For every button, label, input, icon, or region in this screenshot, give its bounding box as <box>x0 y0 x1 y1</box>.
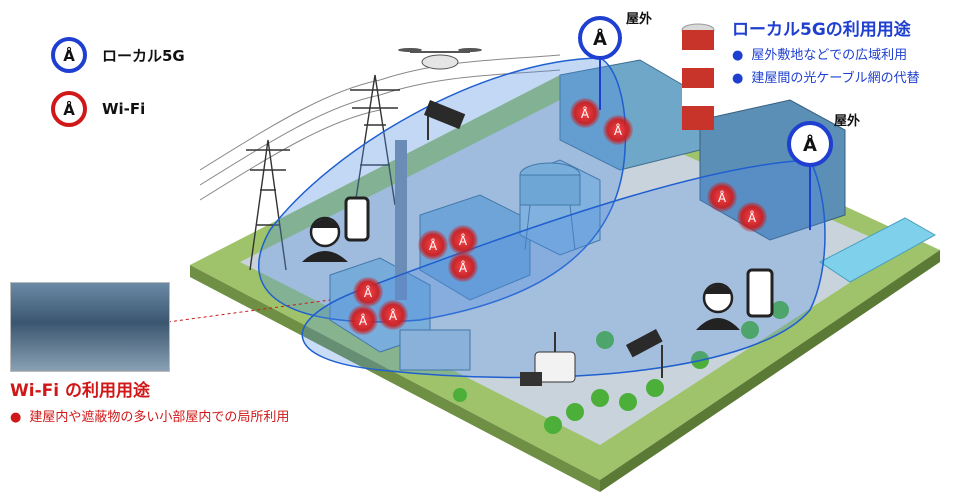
legend-label-local5g: ローカル5G <box>102 46 185 65</box>
smartphone-icon <box>344 196 370 242</box>
camera-icon <box>626 329 663 378</box>
worker-icon <box>696 282 740 330</box>
wifi-usage-callout: Wi-Fi の利用用途 ●建屋内や遮蔽物の多い小部屋内での局所利用 <box>10 376 289 425</box>
svg-text:Å: Å <box>63 100 75 119</box>
legend: Å ローカル5G Å Wi-Fi <box>50 35 185 143</box>
svg-text:Å: Å <box>459 233 468 248</box>
outdoor-label: 屋外 <box>834 114 861 129</box>
ground-edge <box>190 265 600 492</box>
bullet-icon: ● <box>732 71 744 86</box>
worker-icon <box>302 216 348 262</box>
wifi-ap-icon: Å <box>348 305 378 335</box>
wifi-ap-icon: Å <box>570 98 600 128</box>
wifi-usage-title: Wi-Fi の利用用途 <box>10 381 150 401</box>
svg-text:Å: Å <box>581 106 590 121</box>
smartphone-icon <box>746 268 774 318</box>
local5g-usage-title: ローカル5Gの利用用途 <box>732 20 911 40</box>
outdoor-label: 屋外 <box>626 12 653 27</box>
ground-edge-right <box>600 250 940 492</box>
svg-text:Å: Å <box>718 190 727 205</box>
wifi-ap-icon: Å <box>353 277 383 307</box>
legend-item-wifi: Å Wi-Fi <box>50 89 185 129</box>
local5g-usage-item: ●建屋間の光ケーブル網の代替 <box>732 71 920 86</box>
bullet-icon: ● <box>10 410 22 425</box>
svg-text:Å: Å <box>748 210 757 225</box>
power-lines <box>199 54 561 201</box>
drone-icon <box>398 48 482 70</box>
wifi-ap-icon: Å <box>418 230 448 260</box>
legend-item-local5g: Å ローカル5G <box>50 35 185 75</box>
svg-text:Å: Å <box>389 308 398 323</box>
wifi-ap-icon: Å <box>737 202 767 232</box>
wifi-access-points: Å Å Å Å Å Å Å Å Å Å <box>348 98 767 335</box>
legend-label-wifi: Wi-Fi <box>102 100 146 118</box>
svg-text:Å: Å <box>359 313 368 328</box>
svg-text:Å: Å <box>593 27 607 50</box>
local5g-antenna-icon: Å <box>787 121 833 230</box>
indoor-factory-photo <box>10 282 170 372</box>
water-tank <box>519 162 581 251</box>
local5g-antenna-icon: Å <box>51 37 87 73</box>
chimney-icon <box>681 23 715 130</box>
bullet-icon: ● <box>732 48 744 63</box>
wifi-ap-icon: Å <box>51 91 87 127</box>
wifi-usage-item: ●建屋内や遮蔽物の多い小部屋内での局所利用 <box>10 410 290 425</box>
svg-text:Å: Å <box>63 46 75 65</box>
local5g-coverage-area-2 <box>301 159 826 379</box>
chimney-icon <box>395 140 407 300</box>
svg-text:Å: Å <box>803 133 817 156</box>
wifi-ap-icon: Å <box>448 252 478 282</box>
wifi-ap-icon: Å <box>448 225 478 255</box>
svg-text:Å: Å <box>614 123 623 138</box>
local5g-usage-callout: ローカル5Gの利用用途 ●屋外敷地などでの広域利用 ●建屋間の光ケーブル網の代替 <box>732 15 920 86</box>
pool <box>819 217 937 283</box>
svg-text:Å: Å <box>429 238 438 253</box>
local5g-antenna-icon: Å <box>578 16 622 110</box>
local5g-usage-item: ●屋外敷地などでの広域利用 <box>732 48 908 63</box>
svg-text:Å: Å <box>364 285 373 300</box>
wifi-ap-icon: Å <box>603 115 633 145</box>
wifi-ap-icon: Å <box>378 300 408 330</box>
svg-text:Å: Å <box>459 260 468 275</box>
tower-icon <box>246 74 400 271</box>
wifi-ap-icon: Å <box>707 182 737 212</box>
camera-icon <box>424 99 466 140</box>
robot-icon <box>520 332 576 386</box>
